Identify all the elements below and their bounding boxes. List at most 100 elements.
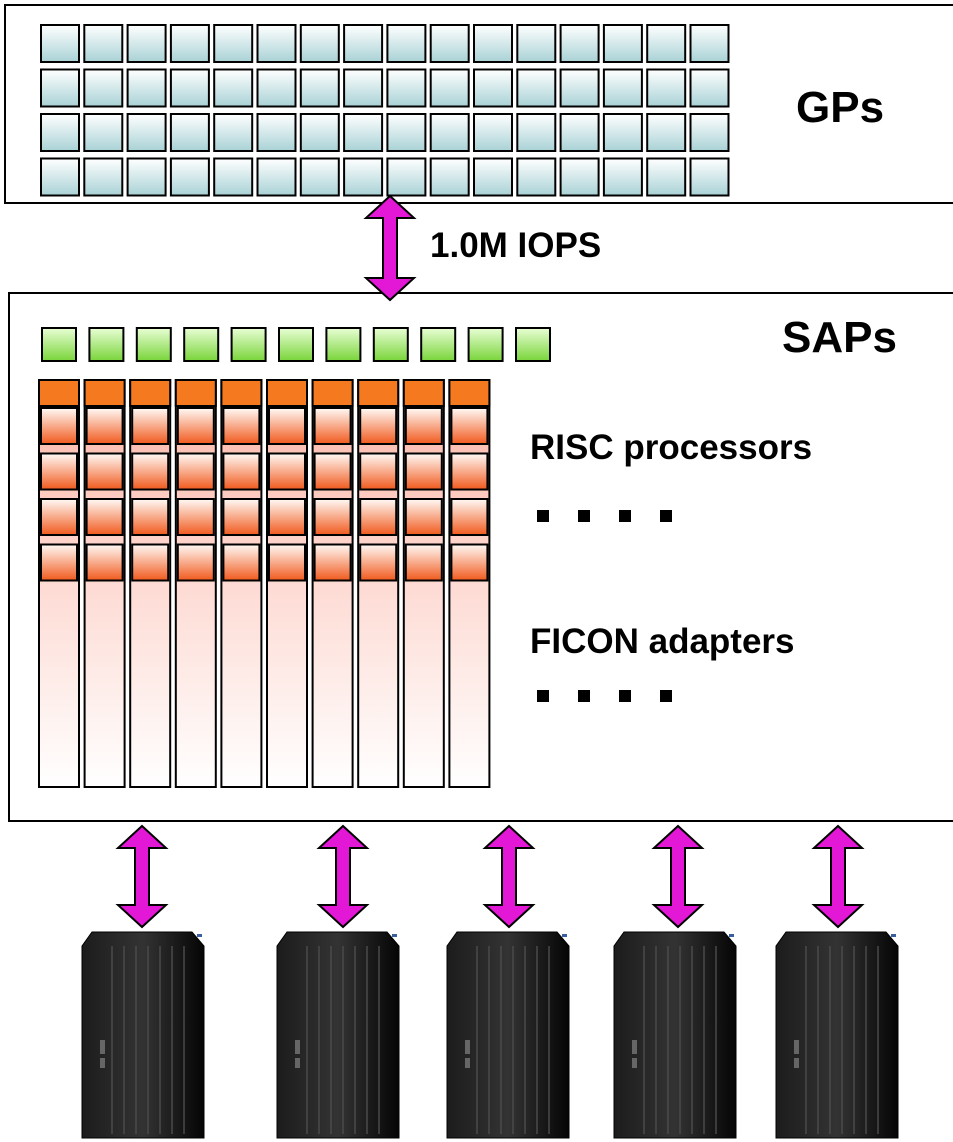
risc-processor [404,543,443,582]
gp-processor [213,24,254,63]
risc-processor [131,498,170,536]
risc-processor [176,452,215,491]
gps-label: GPs [796,83,885,132]
ficon-adapter [83,379,126,788]
risc-processor [131,452,170,491]
risc-processor [313,407,352,445]
sap-processor-row [41,327,551,362]
sap-processor [278,327,314,362]
storage-tower-icon [276,931,400,1139]
risc-processor [404,498,443,536]
gp-processor [213,157,254,197]
gp-processor [213,113,254,152]
gp-processor [126,24,167,63]
risc-processor [222,543,261,582]
gp-processor [516,157,557,197]
risc-processor [404,407,443,445]
risc-processor [450,452,489,491]
risc-processor [268,407,306,445]
risc-processor [359,452,398,491]
gp-processor [646,24,687,63]
gp-processor [559,24,600,63]
risc-processor-top [83,379,126,407]
gp-processor [602,24,643,63]
storage-tower-icon [446,931,570,1139]
risc-processor [40,543,78,582]
gp-processor [256,68,297,108]
risc-processor [359,407,398,445]
gp-processor [689,113,730,152]
gp-processor [646,68,687,108]
risc-processor [176,498,215,536]
risc-processor [85,452,124,491]
risc-processor-top [448,379,491,407]
storage-arrow [811,824,865,929]
risc-processor [85,543,124,582]
iops-arrow [363,194,417,302]
risc-processor [222,498,261,536]
gp-processor [126,68,167,108]
gp-processor [343,24,384,63]
risc-processor-top [357,379,400,407]
storage-tower-icon [775,931,899,1139]
ficon-adapter [402,379,445,788]
gp-processor [602,157,643,197]
risc-processor [313,498,352,536]
risc-processor-top [38,379,80,407]
risc-processor-grid [38,379,491,582]
gp-processor [343,157,384,197]
gp-processor [169,157,210,197]
risc-processor [450,498,489,536]
ficon-adapters-label: FICON adapters [530,622,795,661]
sap-processor [325,327,362,362]
gp-processor [169,68,210,108]
sap-processor [183,327,220,362]
sap-processor [420,327,457,362]
gp-processor [473,113,513,152]
storage-systems [81,931,899,1139]
ficon-adapter-columns [38,379,491,788]
gp-processor [429,24,470,63]
risc-processor-top [220,379,263,407]
gp-processor [299,68,340,108]
risc-processor [268,543,306,582]
risc-processor [131,407,170,445]
connection-arrows [115,194,865,929]
gp-processor [40,68,80,108]
gp-processor [256,113,297,152]
sap-processor [467,327,504,362]
gp-processor [343,113,384,152]
gp-processor [83,24,124,63]
gp-processor [299,157,340,197]
risc-processor [176,543,215,582]
risc-processor [450,543,489,582]
gp-processor [429,68,470,108]
sap-processor [41,327,77,362]
saps-label: SAPs [782,313,897,362]
storage-arrow [115,824,169,929]
gp-processor [386,24,427,63]
gp-processor [386,113,427,152]
gp-processor [386,157,427,197]
risc-processor [222,452,261,491]
risc-processor-top [129,379,172,407]
risc-processor [40,407,78,445]
ficon-adapter [129,379,172,788]
gp-processor [256,24,297,63]
risc-processor [85,498,124,536]
ficon-adapter [38,379,80,788]
risc-processor [359,543,398,582]
sap-processor [372,327,409,362]
sap-processor [230,327,267,362]
storage-arrow [482,824,536,929]
gp-processor [516,113,557,152]
risc-processor [359,498,398,536]
gp-processor [473,157,513,197]
gp-processor [126,113,167,152]
gp-processor [126,157,167,197]
storage-arrow [651,824,705,929]
gp-processor [429,157,470,197]
gp-processor [559,157,600,197]
gp-processor [299,24,340,63]
